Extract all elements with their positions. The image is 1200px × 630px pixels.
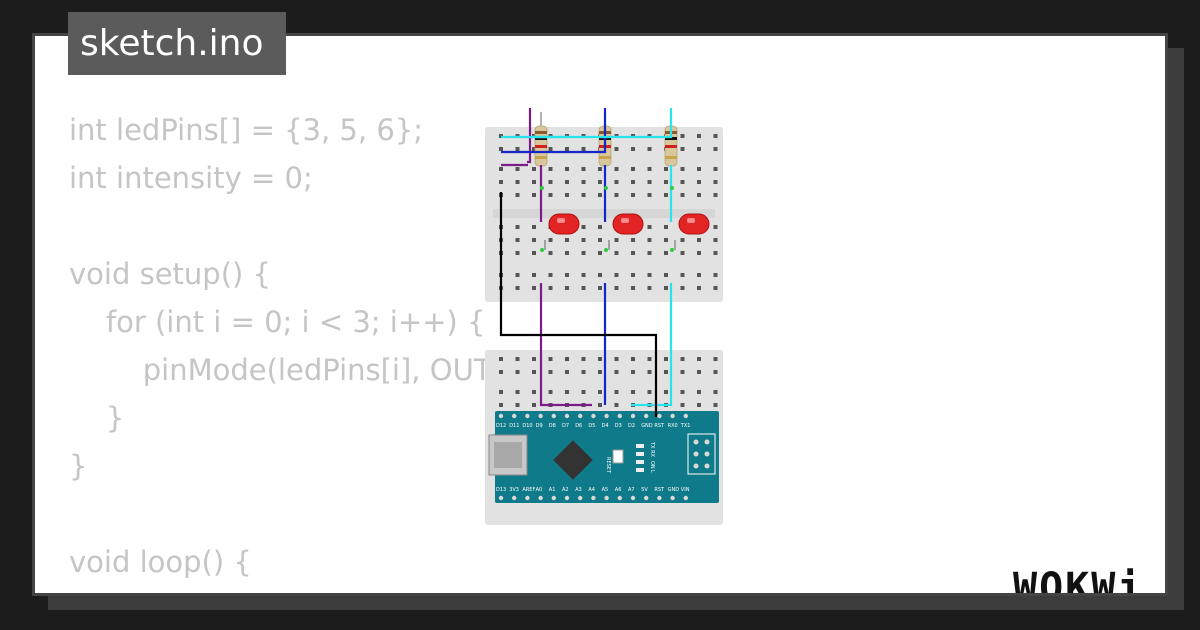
pin-label: VIN	[681, 487, 690, 493]
wire-purple-d6	[539, 283, 592, 407]
l-label: L	[649, 470, 655, 473]
led-on	[636, 460, 644, 464]
led-l	[636, 468, 644, 472]
icsp-header	[687, 433, 716, 475]
wires	[499, 108, 673, 417]
icsp-pins	[693, 439, 710, 469]
code-line: for (int i = 0; i < 3; i++) {	[69, 586, 569, 593]
wire-cyan-top	[501, 108, 673, 139]
nano-pcb	[495, 411, 719, 503]
pin-label: GND	[668, 487, 680, 493]
code-line: int intensity = 0;	[69, 161, 313, 195]
pin-label: D11	[509, 423, 519, 429]
pin-label: A3	[575, 487, 582, 493]
code-line: }	[69, 449, 88, 483]
pin-label: A2	[562, 487, 569, 493]
pin-label: 5V	[641, 487, 648, 493]
pin-label: D13	[496, 487, 506, 493]
wokwi-logo: WOKWi	[1013, 565, 1143, 596]
usb-port-icon	[494, 442, 522, 468]
pin-label: RX0	[668, 423, 678, 429]
file-tab[interactable]: sketch.ino	[68, 12, 286, 75]
pin-label: A4	[588, 487, 595, 493]
code-line: int ledPins[] = {3, 5, 6};	[69, 113, 423, 147]
pin-label: D4	[602, 423, 609, 429]
wire-blue-top	[501, 108, 607, 154]
pin-label: RST	[654, 423, 665, 429]
pin-label: D8	[549, 423, 556, 429]
on-label: ON	[649, 461, 655, 469]
pin-label: GND	[641, 423, 653, 429]
pin-label: D6	[575, 423, 582, 429]
wire-black-gnd	[499, 192, 658, 417]
leds	[540, 186, 710, 252]
pin-label: A5	[602, 487, 609, 493]
code-line: void loop() {	[69, 545, 252, 579]
pin-label: D5	[588, 423, 595, 429]
project-card[interactable]: int ledPins[] = {3, 5, 6}; int intensity …	[32, 33, 1168, 596]
led-tx	[636, 444, 644, 448]
code-line: void setup() {	[69, 257, 271, 291]
pin-label: D9	[536, 423, 543, 429]
code-line: for (int i = 0; i < 3; i++) {	[69, 305, 486, 339]
pin-label: D7	[562, 423, 569, 429]
wire-purple-top	[527, 108, 532, 164]
pin-label: 3V3	[509, 487, 519, 493]
led-rx	[636, 452, 644, 456]
reset-label: RESET	[605, 457, 611, 474]
pin-label: A7	[628, 487, 635, 493]
pin-label: A1	[549, 487, 556, 493]
pin-label: D2	[628, 423, 635, 429]
txrx-label: TX RX	[649, 441, 655, 458]
wokwi-logo-text: WOKWi	[1013, 565, 1143, 596]
reset-button[interactable]	[612, 449, 624, 464]
mcu-chip	[553, 440, 593, 480]
pin-label: AREF	[522, 487, 535, 493]
code-preview: int ledPins[] = {3, 5, 6}; int intensity …	[69, 106, 569, 593]
pin-label: A0	[536, 487, 543, 493]
code-line: }	[69, 401, 125, 435]
pin-label: A6	[615, 487, 622, 493]
pin-label: D3	[615, 423, 622, 429]
pin-label: D10	[522, 423, 532, 429]
wire-cyan-d3	[631, 283, 673, 407]
pin-label: TX1	[680, 423, 691, 429]
pin-label: D12	[496, 423, 506, 429]
pin-label: RST	[654, 487, 665, 493]
